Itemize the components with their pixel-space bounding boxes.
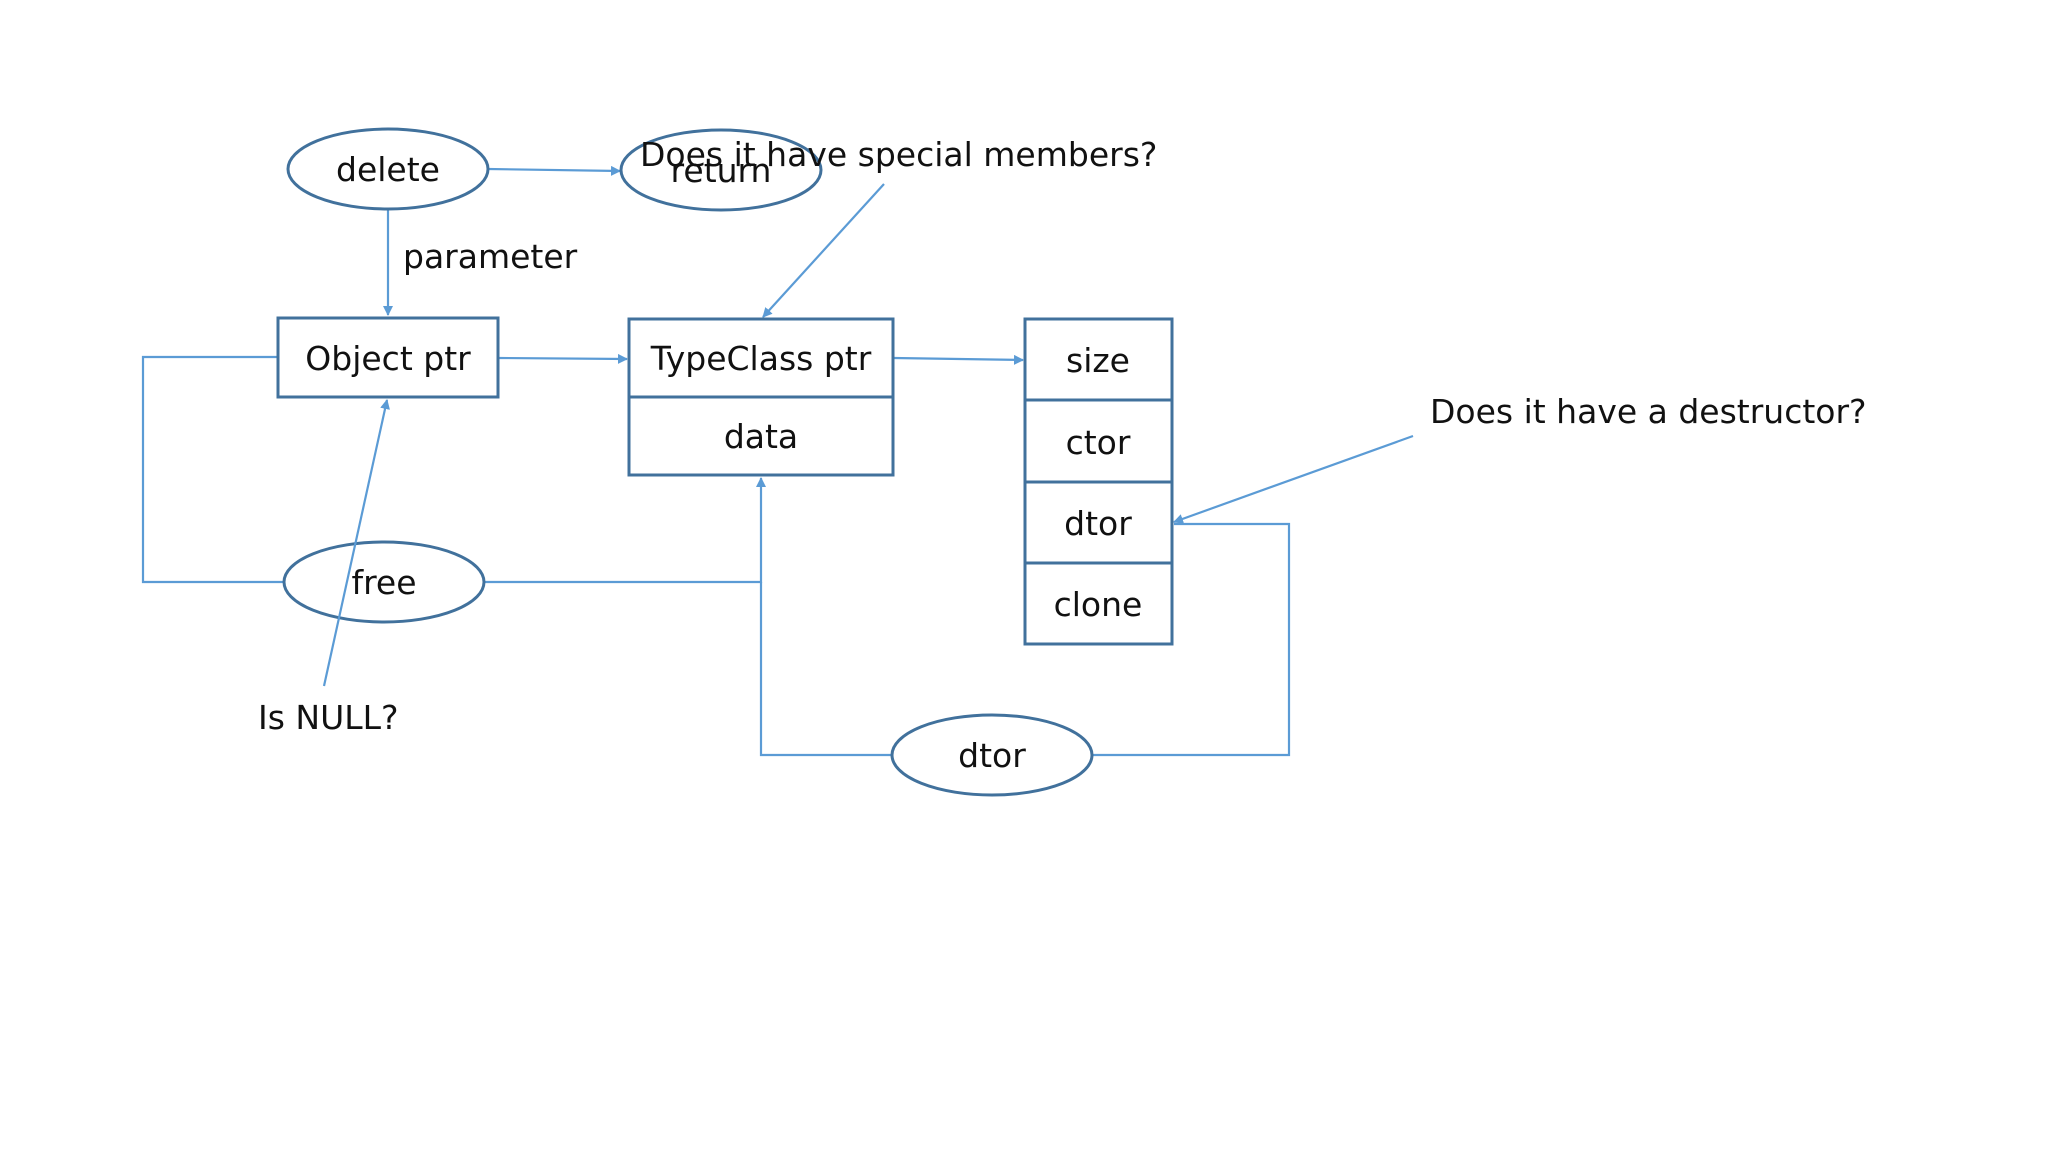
null-question-pointer-arrow	[322, 399, 390, 687]
object-ptr-to-typeclass-ptr-arrow	[497, 353, 628, 364]
object-ptr-free-loop-connector	[141, 355, 283, 584]
parameter-label: parameter	[403, 237, 578, 276]
data-cell	[627, 395, 895, 477]
data-label: data	[724, 417, 798, 456]
typeclass-ptr-to-size-arrow	[893, 354, 1024, 365]
ctor-cell	[1023, 398, 1174, 484]
size-label: size	[1066, 341, 1130, 380]
return-label: return	[671, 151, 772, 190]
typeclass-ptr-label: TypeClass ptr	[650, 339, 872, 378]
special-members-pointer-arrow	[762, 183, 885, 318]
dtor-call-label: dtor	[958, 736, 1026, 775]
object-ptr-label: Object ptr	[305, 339, 471, 378]
free-to-data-connector	[484, 477, 766, 584]
dtor-call-to-data-connector	[759, 582, 893, 757]
special-members-question: Does it have special members?	[640, 135, 1157, 174]
object-ptr-box	[276, 316, 500, 399]
dtor-call-node	[890, 713, 1094, 797]
dtor-slot-label: dtor	[1064, 504, 1132, 543]
typeclass-ptr-cell	[627, 317, 895, 399]
clone-label: clone	[1054, 585, 1143, 624]
delete-label: delete	[336, 150, 440, 189]
ctor-label: ctor	[1066, 423, 1131, 462]
delete-to-return-arrow	[487, 165, 621, 176]
size-cell	[1023, 317, 1174, 402]
return-node	[619, 128, 823, 212]
free-label: free	[351, 563, 416, 602]
clone-cell	[1023, 561, 1174, 646]
null-question: Is NULL?	[258, 698, 399, 737]
destructor-question-pointer-arrow	[1173, 434, 1414, 524]
free-node	[282, 540, 486, 624]
delete-node	[286, 127, 490, 211]
destructor-question: Does it have a destructor?	[1430, 392, 1867, 431]
dtor-slot-to-dtor-call-connector	[1092, 522, 1291, 757]
dtor-slot-cell	[1023, 480, 1174, 565]
